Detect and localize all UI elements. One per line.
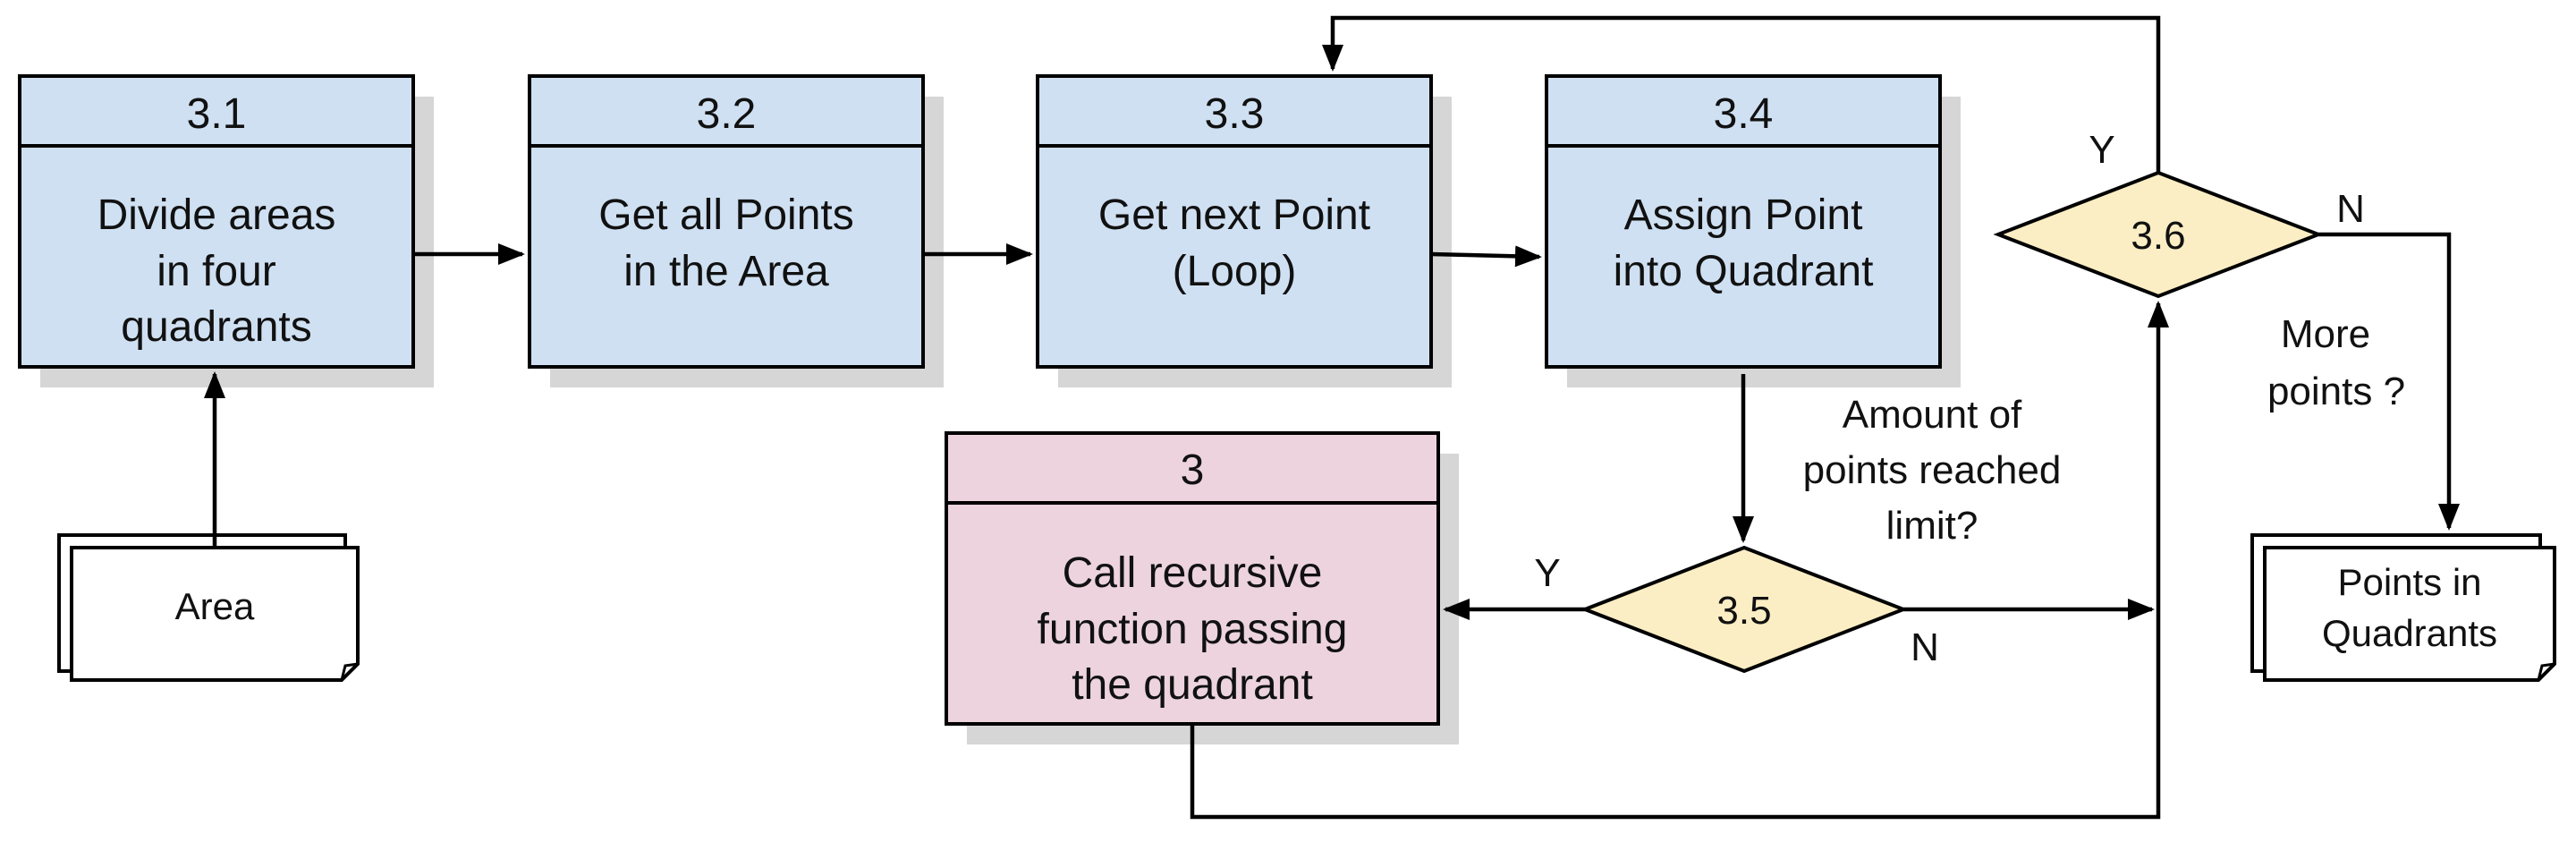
document-label-line: Points in [2337, 561, 2481, 603]
document-front-sheet [70, 546, 360, 682]
process-label-line: into Quadrant [1614, 248, 1874, 295]
no-label: N [1911, 625, 1939, 669]
decision-question-line: More [2281, 312, 2370, 356]
process-id: 3.3 [1205, 90, 1265, 138]
process-label-line: in four [157, 248, 275, 295]
process-label-line: Call recursive [1063, 549, 1323, 597]
process-3-3: 3.3 Get next Point (Loop) [1036, 74, 1452, 387]
process-3-2: 3.2 Get all Points in the Area [528, 74, 944, 387]
process-box [18, 74, 415, 369]
process-label-line: (Loop) [1173, 248, 1297, 295]
process-3-4: 3.4 Assign Point into Quadrant [1545, 74, 1961, 387]
document-area: Area [57, 533, 360, 682]
document-fold [2537, 662, 2555, 681]
process-box [1545, 74, 1942, 369]
decision-id: 3.6 [2131, 214, 2185, 258]
yes-label: Y [1534, 551, 1560, 595]
decision-question-line: limit? [1886, 504, 1979, 548]
arrow-3-6-no-to-output [2318, 232, 2460, 531]
decision-question-line: points reached [1803, 448, 2062, 492]
no-label: N [2336, 187, 2365, 231]
document-label-line: Quadrants [2322, 612, 2497, 654]
decision-question-line: points ? [2267, 370, 2405, 413]
document-front-sheet [2263, 546, 2556, 682]
decision-id: 3.5 [1716, 589, 1771, 633]
process-id: 3.2 [697, 90, 757, 138]
process-label-line: quadrants [121, 303, 312, 351]
process-3-recursive: 3 Call recursive function passing the qu… [945, 431, 1459, 744]
document-label: Area [175, 585, 255, 627]
process-label-line: Assign Point [1624, 191, 1863, 239]
arrow-3-3-to-3-4 [1430, 245, 1542, 268]
process-id: 3.4 [1714, 90, 1774, 138]
process-label-line: Get all Points [598, 191, 853, 239]
process-3-1: 3.1 Divide areas in four quadrants [18, 74, 434, 387]
document-fold [340, 662, 359, 681]
yes-label: Y [2089, 128, 2114, 172]
arrow-3-6-yes-to-3-3 [1322, 15, 2161, 173]
process-label-line: Get next Point [1098, 191, 1370, 239]
decision-diamond [1580, 545, 1909, 674]
process-label-line: the quadrant [1072, 661, 1313, 709]
process-label-line: function passing [1038, 606, 1348, 653]
arrow-3-to-3-6 [1190, 301, 2169, 820]
process-box [1036, 74, 1433, 369]
decision-question-line: Amount of [1843, 393, 2022, 437]
process-label-line: in the Area [623, 248, 829, 295]
connectors [204, 15, 2460, 820]
decision-3-5: 3.5 [1580, 545, 1909, 674]
decision-3-6: 3.6 [1993, 170, 2324, 299]
process-box [528, 74, 925, 369]
process-id: 3 [1181, 447, 1205, 494]
decision-diamond [1993, 170, 2324, 299]
process-box [945, 431, 1440, 726]
document-points-in-quadrants: Points in Quadrants [2250, 533, 2556, 682]
edge-labels: Amount of points reached limit? Y N Y N … [1534, 128, 2405, 669]
process-id: 3.1 [187, 90, 247, 138]
process-label-line: Divide areas [97, 191, 336, 239]
